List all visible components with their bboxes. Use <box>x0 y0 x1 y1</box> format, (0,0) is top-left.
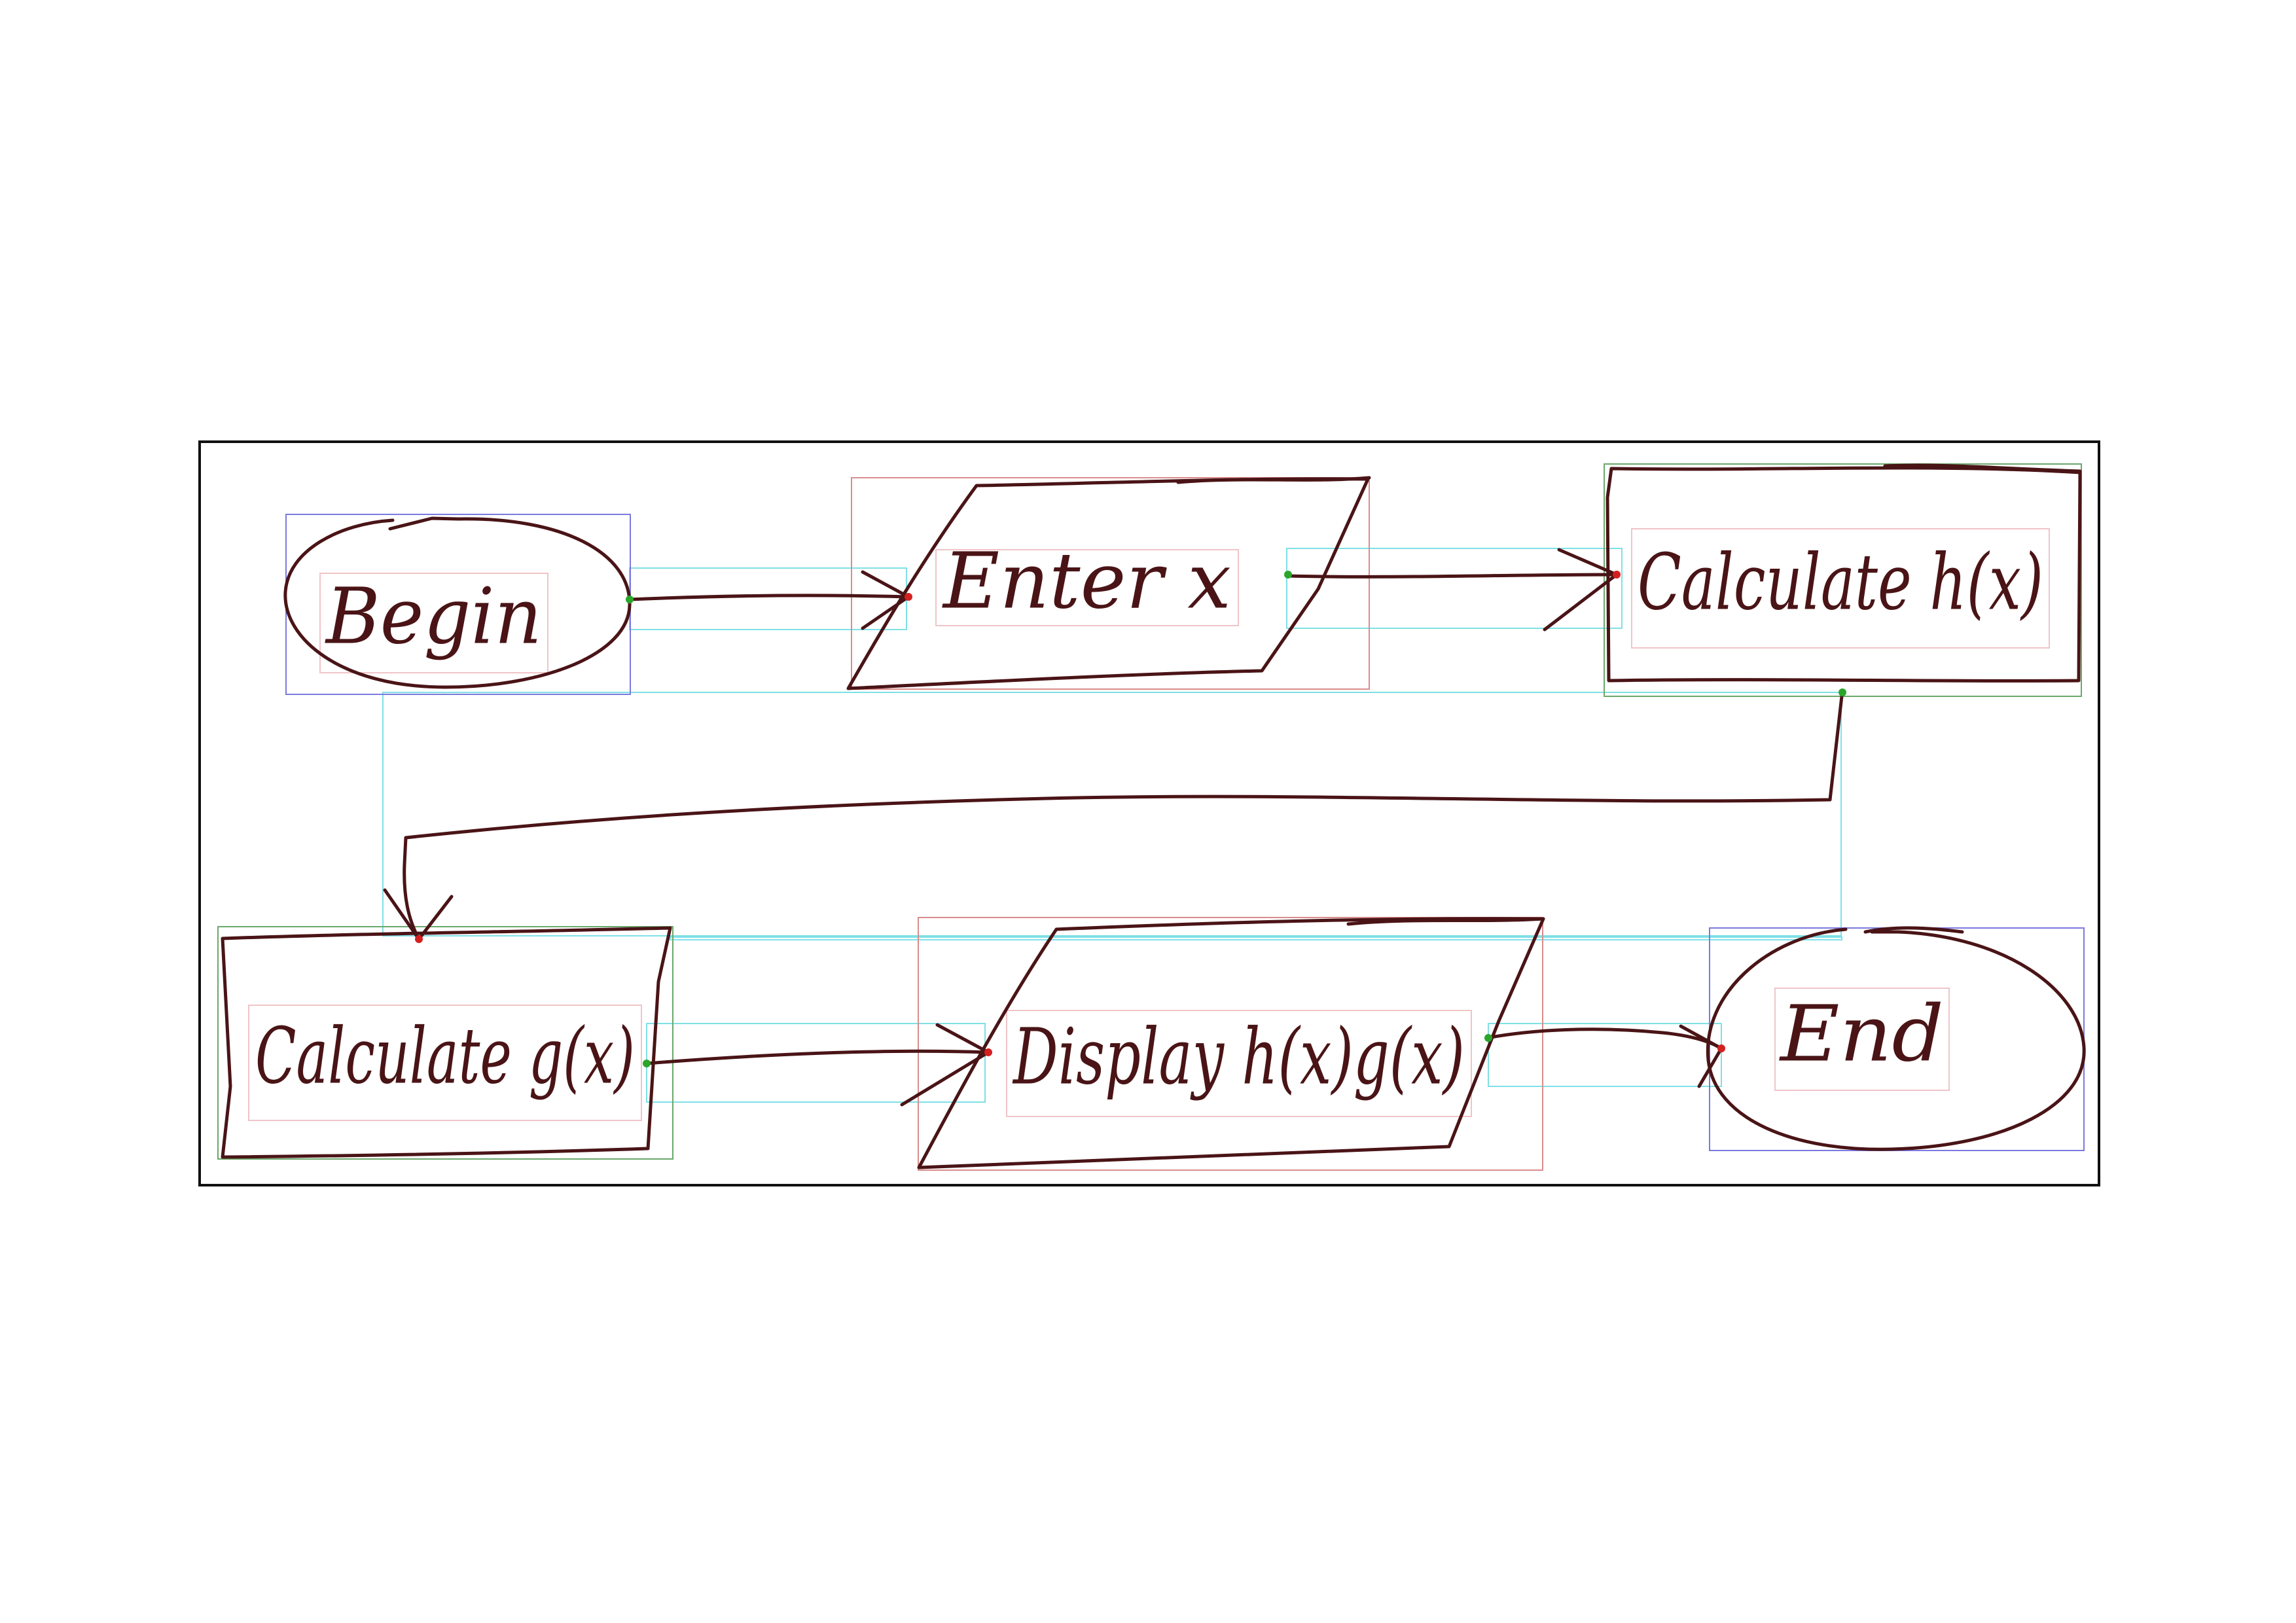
node-label-display: Display h(x)g(x) <box>1013 1012 1465 1102</box>
end-ellipse <box>1706 927 2086 1151</box>
guide-node-display <box>918 917 1543 1171</box>
edge-begin-enter-arrowhead <box>861 570 910 630</box>
endpoint-dot <box>1613 571 1621 579</box>
edge-display-end <box>1485 1027 1723 1050</box>
node-labels: Begin Enter x Calculate h(x) Calculate g… <box>255 536 2043 1102</box>
guide-edge-calch-calcg <box>382 692 1842 936</box>
endpoint-dot <box>1717 1044 1725 1052</box>
edge-begin-enter <box>628 594 910 601</box>
guide-row-bottom <box>670 936 1842 940</box>
guide-text-display <box>1006 1010 1472 1117</box>
endpoint-dot <box>905 593 912 601</box>
guide-text-calcg <box>248 1005 642 1121</box>
node-label-end: End <box>1779 989 1944 1079</box>
endpoint-dot <box>415 935 423 943</box>
calc-h-rectangle <box>1605 466 2082 683</box>
node-label-calc-g: Calculate g(x) <box>255 1011 635 1101</box>
guide-node-enter <box>851 477 1370 690</box>
endpoint-dot <box>643 1060 651 1067</box>
node-label-begin: Begin <box>325 571 542 662</box>
end-ellipse-overstroke <box>1863 926 1964 934</box>
node-label-calc-h: Calculate h(x) <box>1638 537 2043 628</box>
guide-text-calch <box>1631 528 2050 649</box>
annotation-guides <box>217 463 2085 1171</box>
endpoint-dot <box>1839 688 1846 696</box>
edge-calcg-display <box>645 1049 990 1065</box>
edge-enter-calch-arrowhead <box>1543 548 1619 632</box>
diagram-frame <box>198 440 2100 1186</box>
endpoint-dot <box>984 1048 992 1056</box>
calc-h-rectangle-overstroke <box>1883 463 2082 473</box>
calc-g-rectangle <box>221 926 672 1159</box>
guide-edge-display-end <box>1488 1023 1722 1087</box>
edge-calch-calcg <box>403 688 1844 941</box>
begin-ellipse <box>283 516 632 689</box>
guide-edge-enter-calch <box>1286 548 1623 629</box>
display-parallelogram-overstroke <box>1346 917 1545 926</box>
edge-enter-calch <box>1286 573 1619 579</box>
guide-text-end <box>1774 988 1950 1091</box>
endpoint-dot <box>626 596 634 603</box>
endpoint-markers <box>415 571 1846 1067</box>
guide-text-begin <box>319 573 548 673</box>
guide-edge-calcg-display <box>646 1023 986 1103</box>
display-parallelogram <box>917 917 1545 1169</box>
guide-node-calcg <box>217 926 673 1160</box>
enter-x-parallelogram-overstroke <box>1176 476 1371 484</box>
endpoint-dot <box>1284 571 1292 579</box>
guide-text-enter <box>935 549 1239 626</box>
node-label-enter-x: Enter x <box>942 536 1231 626</box>
endpoint-dot <box>1484 1034 1492 1042</box>
